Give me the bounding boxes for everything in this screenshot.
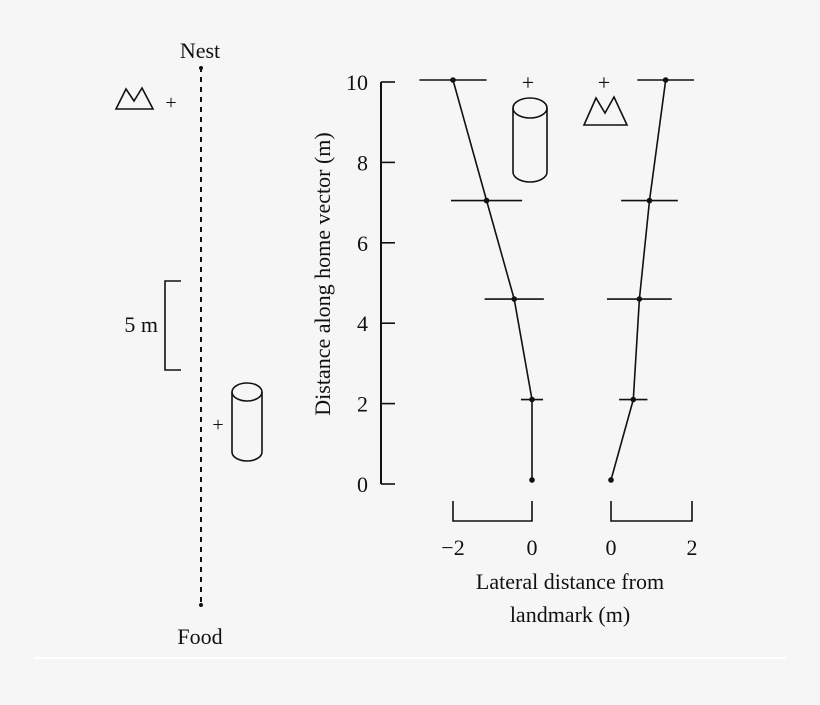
series-line bbox=[452, 79, 533, 480]
y-tick-label: 2 bbox=[357, 392, 368, 417]
x-axis-bracket bbox=[610, 501, 693, 522]
cone-column-marker: + bbox=[598, 70, 610, 95]
data-point bbox=[529, 396, 535, 403]
cone-column-icon bbox=[582, 95, 629, 126]
nest-point bbox=[199, 66, 203, 70]
data-point bbox=[450, 77, 456, 83]
footer-divider bbox=[34, 657, 786, 659]
y-tick-label: 0 bbox=[357, 472, 368, 497]
data-point bbox=[511, 296, 518, 302]
x-axis-label-line-2: landmark (m) bbox=[510, 602, 630, 627]
data-point bbox=[483, 197, 490, 204]
cylinder-landmark-marker: + bbox=[212, 414, 223, 436]
x-tick-label: −2 bbox=[441, 535, 464, 560]
scale-label: 5 m bbox=[124, 312, 158, 337]
data-point bbox=[608, 477, 614, 483]
y-tick-label: 8 bbox=[357, 150, 368, 175]
y-tick-label: 10 bbox=[346, 70, 368, 95]
data-point bbox=[529, 477, 535, 483]
data-point bbox=[646, 197, 653, 204]
data-point bbox=[636, 296, 643, 302]
y-ticks: 0 2 4 6 8 10 bbox=[346, 70, 395, 497]
x-tick-label: 0 bbox=[606, 535, 617, 560]
food-label: Food bbox=[177, 624, 222, 649]
y-tick-label: 4 bbox=[357, 311, 368, 336]
series-line bbox=[610, 79, 667, 481]
series-cylinder: −2 0 bbox=[419, 77, 544, 560]
x-axis-label-line-1: Lateral distance from bbox=[476, 569, 664, 594]
cylinder-column-icon bbox=[512, 97, 548, 183]
y-axis-label: Distance along home vector (m) bbox=[310, 132, 335, 415]
cylinder-column-marker: + bbox=[522, 70, 534, 95]
nest-label: Nest bbox=[180, 38, 220, 63]
scale-bar bbox=[164, 280, 181, 371]
cylinder-landmark-icon bbox=[231, 382, 263, 462]
x-tick-label: 0 bbox=[527, 535, 538, 560]
route-map: Nest Food + 5 m + bbox=[114, 38, 263, 649]
cone-landmark-icon bbox=[114, 86, 155, 110]
y-tick-label: 6 bbox=[357, 231, 368, 256]
x-axis-bracket bbox=[452, 501, 533, 522]
data-point bbox=[630, 396, 637, 403]
data-point bbox=[662, 77, 669, 83]
cone-landmark-marker: + bbox=[165, 92, 176, 114]
x-tick-label: 2 bbox=[687, 535, 698, 560]
food-point bbox=[199, 603, 203, 607]
